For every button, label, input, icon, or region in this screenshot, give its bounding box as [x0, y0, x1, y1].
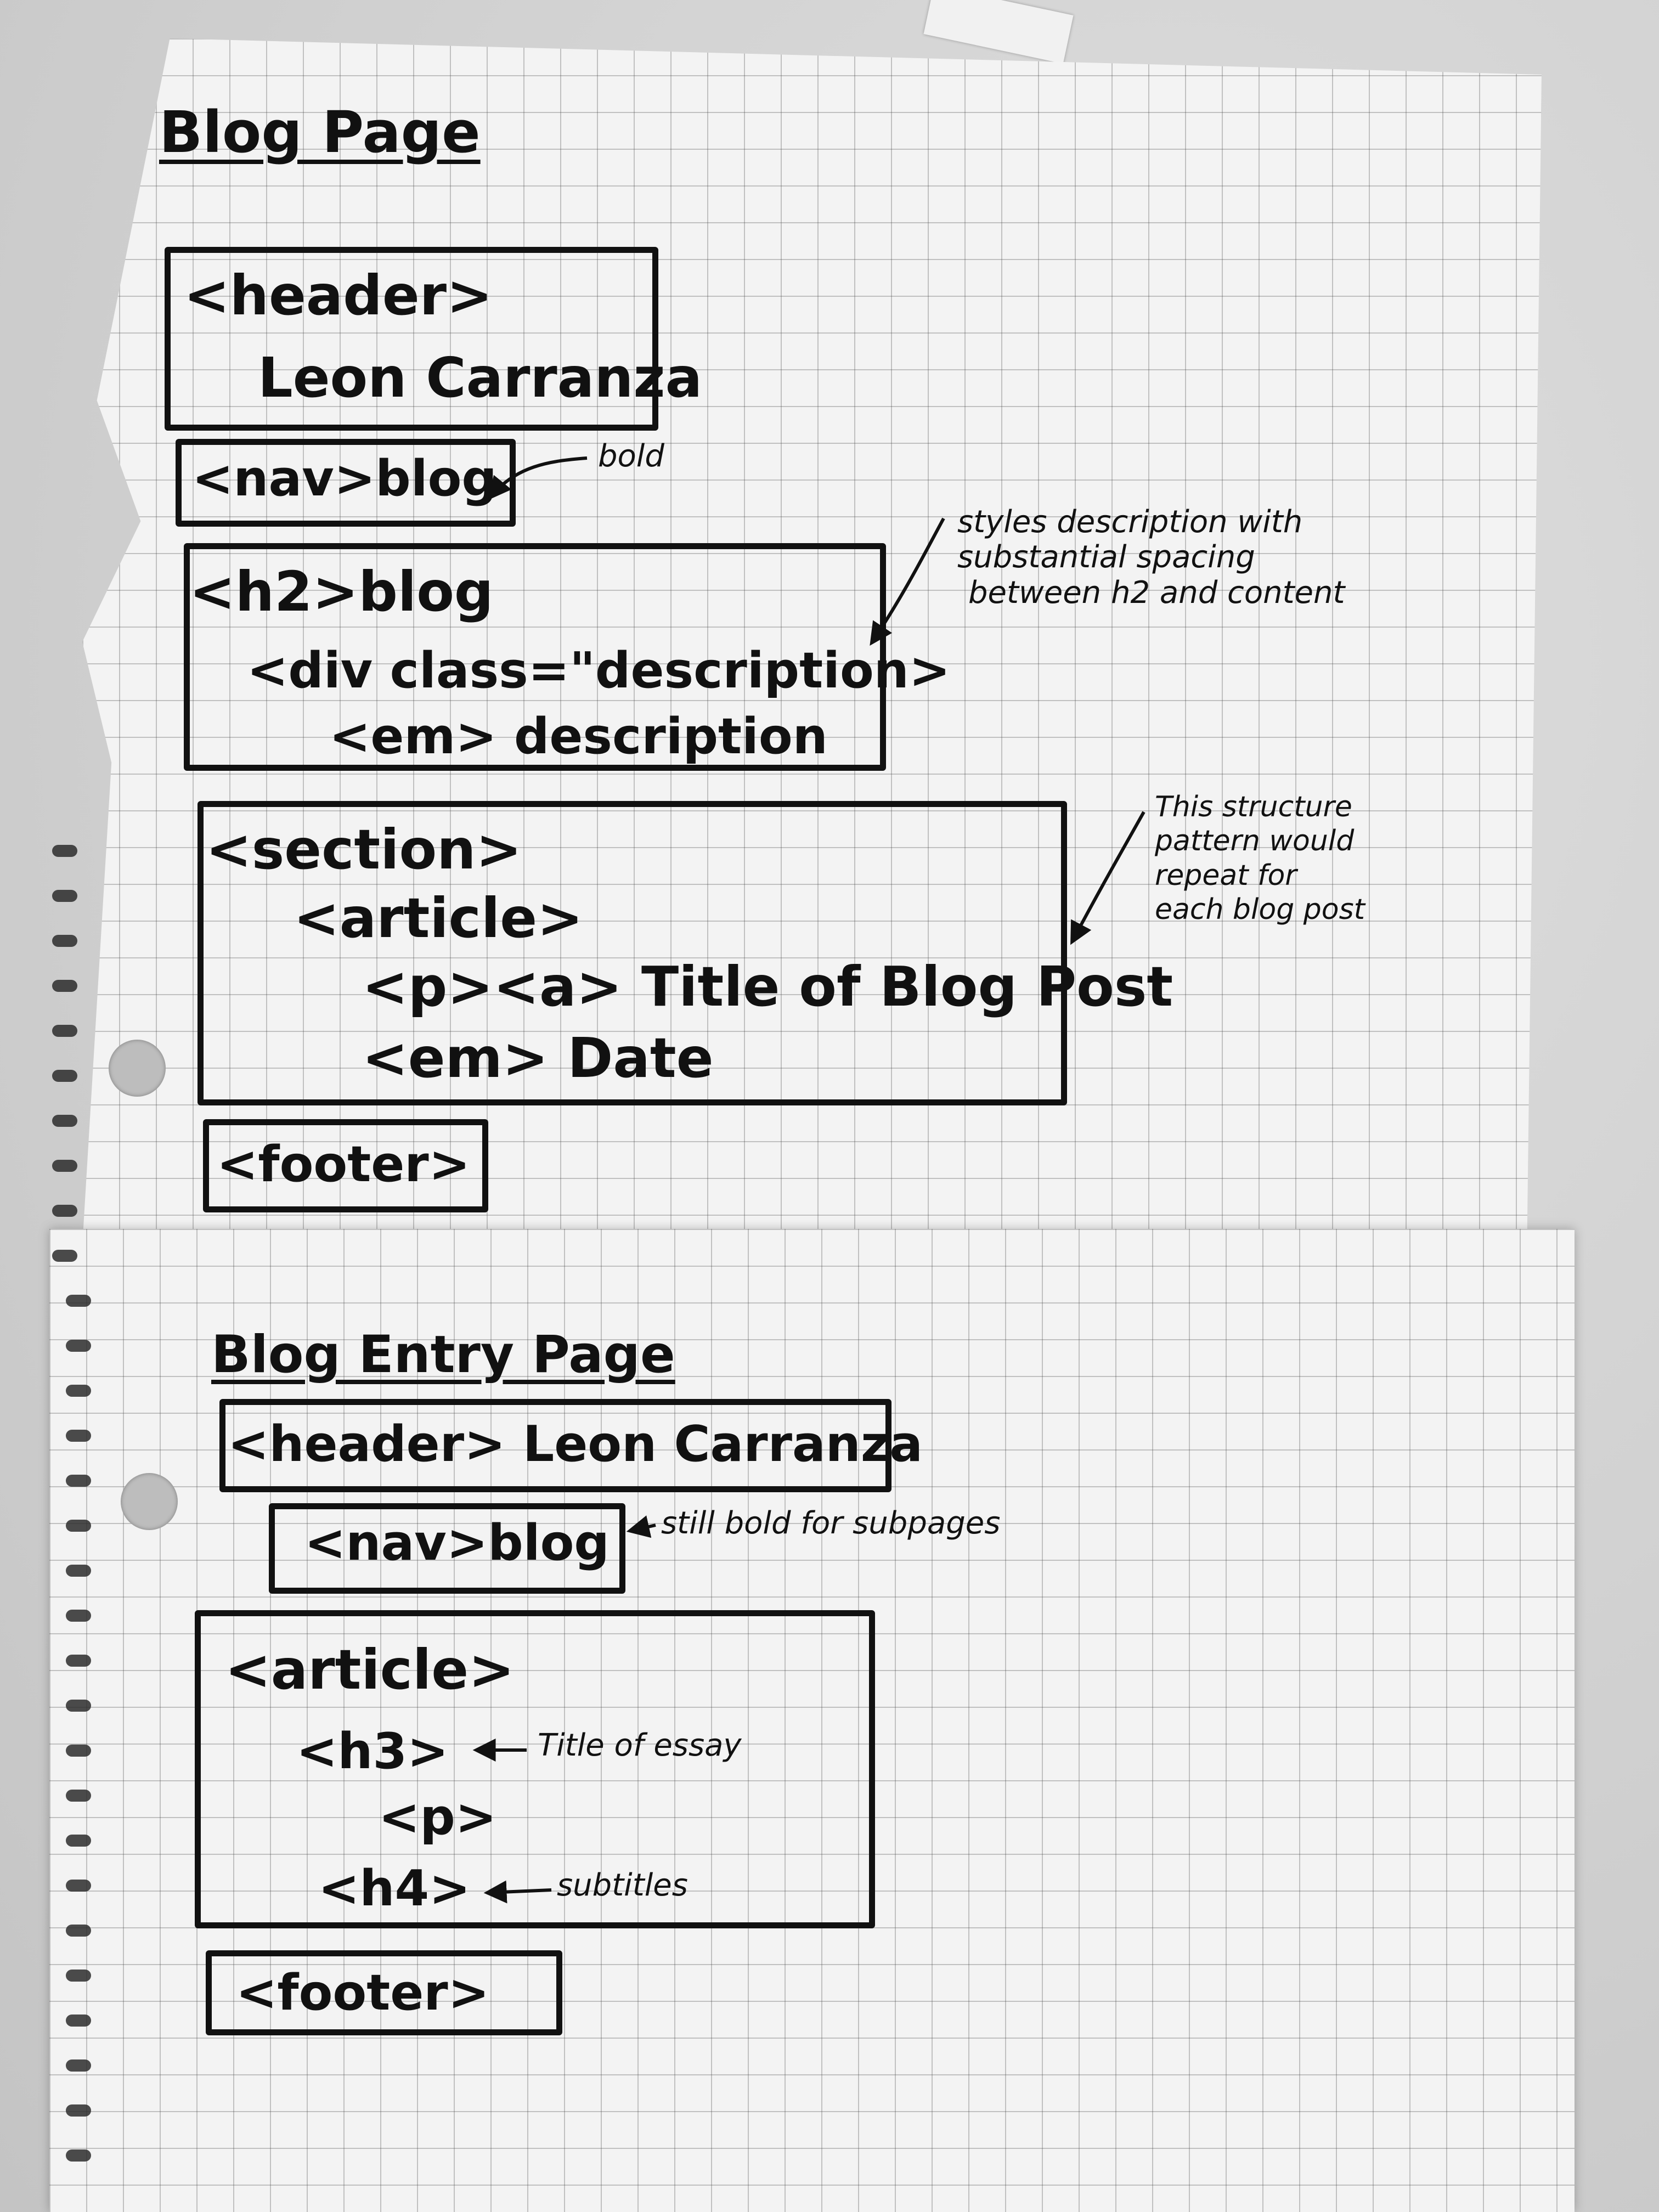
footer-box — [203, 1119, 488, 1212]
note-line: This structure — [1155, 791, 1352, 823]
section-tag: <section> — [206, 817, 522, 882]
perforation — [52, 845, 77, 857]
repeat-pattern-note: This structure pattern would repeat for … — [1155, 790, 1365, 927]
binder-hole — [121, 1473, 178, 1530]
perforation — [52, 1205, 77, 1217]
entry-article-tag: <article> — [225, 1638, 515, 1702]
note-line: repeat for — [1155, 859, 1297, 892]
h3-tag: <h3> — [296, 1723, 449, 1780]
perforation — [52, 1160, 77, 1172]
description-div-line: <div class="description> — [247, 642, 951, 699]
entry-footer-tag: <footer> — [236, 1964, 490, 2022]
header-tag: <header> — [184, 263, 493, 328]
note-line: substantial spacing — [957, 539, 1255, 575]
subtitles-note: subtitles — [557, 1867, 688, 1903]
perforation — [66, 1520, 91, 1532]
entry-header-box — [219, 1399, 891, 1492]
perforation — [66, 1925, 91, 1937]
perforation — [66, 1565, 91, 1577]
notebook-page-top — [82, 38, 1542, 1245]
perforation — [52, 1115, 77, 1127]
perforation — [66, 2149, 91, 2162]
date-line: <em> Date — [362, 1026, 714, 1090]
perforation — [66, 1385, 91, 1397]
perforation — [66, 1835, 91, 1847]
perforation — [52, 1025, 77, 1037]
still-bold-note: still bold for subpages — [661, 1505, 1001, 1541]
blog-entry-page-title: Blog Entry Page — [211, 1325, 675, 1385]
entry-header-line: <header> Leon Carranza — [228, 1415, 923, 1473]
perforation — [66, 1970, 91, 1982]
perforation — [52, 935, 77, 947]
perforation — [66, 1340, 91, 1352]
perforation — [66, 2059, 91, 2072]
h2-description-box — [184, 543, 886, 771]
perforation — [66, 1295, 91, 1307]
perforation — [66, 1610, 91, 1622]
entry-article-box — [195, 1610, 875, 1928]
h2-line: <h2>blog — [189, 560, 494, 624]
note-line: pattern would — [1155, 825, 1355, 858]
section-box — [198, 801, 1067, 1105]
post-title-line: <p><a> Title of Blog Post — [362, 955, 1173, 1019]
description-spacing-note: styles description with substantial spac… — [957, 504, 1345, 611]
perforation — [52, 980, 77, 992]
perforation — [66, 1745, 91, 1757]
blog-page-title: Blog Page — [159, 99, 481, 166]
perforation — [66, 2104, 91, 2117]
entry-nav-text: <nav>blog — [304, 1514, 610, 1572]
nav-text: <nav>blog — [192, 450, 497, 507]
perforation — [52, 1250, 77, 1262]
note-line: between h2 and content — [968, 574, 1345, 611]
article-tag: <article> — [294, 886, 583, 950]
header-box — [165, 247, 658, 431]
perforation — [66, 1880, 91, 1892]
note-line: styles description with — [957, 504, 1303, 540]
entry-nav-box — [269, 1503, 625, 1594]
note-line: each blog post — [1155, 893, 1365, 927]
notebook-page-bottom — [49, 1229, 1575, 2212]
perforation — [52, 890, 77, 902]
em-description-line: <em> description — [329, 708, 828, 765]
title-of-essay-note: Title of essay — [538, 1728, 742, 1763]
footer-tag: <footer> — [217, 1136, 471, 1193]
p-tag: <p> — [379, 1788, 497, 1846]
binder-hole — [109, 1040, 166, 1097]
nav-note-bold: bold — [598, 438, 664, 474]
perforation — [66, 1790, 91, 1802]
perforation — [66, 1700, 91, 1712]
header-name: Leon Carranza — [258, 346, 703, 410]
perforation — [66, 1475, 91, 1487]
perforation — [66, 2015, 91, 2027]
entry-footer-box — [206, 1950, 562, 2035]
h4-tag: <h4> — [318, 1860, 471, 1917]
perforation — [66, 1655, 91, 1667]
perforation — [66, 1430, 91, 1442]
perforation — [52, 1070, 77, 1082]
